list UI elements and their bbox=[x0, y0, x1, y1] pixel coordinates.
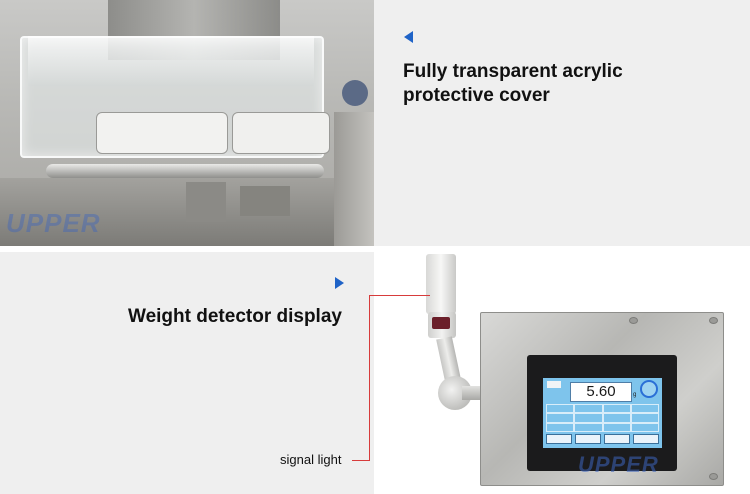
grid-cell bbox=[602, 404, 631, 414]
weight-readout: 5.60 bbox=[570, 382, 632, 402]
cover-caption-line-1: Fully transparent acrylic bbox=[403, 61, 623, 82]
grid-cell bbox=[630, 422, 659, 432]
triangle-left-icon bbox=[404, 31, 413, 43]
cover-caption-line-2: protective cover bbox=[403, 85, 550, 106]
triangle-right-icon bbox=[335, 277, 344, 289]
side-housing bbox=[334, 112, 374, 246]
cover-caption: Fully transparent acrylic protective cov… bbox=[403, 60, 723, 108]
weight-unit: g bbox=[633, 392, 637, 398]
status-dial-icon bbox=[640, 380, 658, 398]
screw-icon bbox=[709, 317, 718, 324]
gear-knob bbox=[342, 80, 368, 106]
screen-button-row bbox=[546, 434, 659, 444]
screen-parameter-grid bbox=[546, 404, 659, 432]
grid-cell bbox=[546, 422, 575, 432]
acrylic-cover-highlight bbox=[28, 36, 314, 86]
mount-bracket bbox=[186, 182, 226, 222]
brand-watermark-top: UPPER bbox=[6, 208, 101, 238]
grid-cell bbox=[630, 413, 659, 423]
grid-cell bbox=[574, 413, 603, 423]
signal-light-lens bbox=[432, 317, 450, 329]
conveyor-belt-left bbox=[96, 112, 228, 154]
screen-button bbox=[546, 434, 572, 444]
signal-light-label: signal light bbox=[280, 452, 342, 467]
brand-watermark-bottom: UPPER bbox=[578, 452, 659, 477]
screen-button bbox=[575, 434, 601, 444]
signal-light-pole bbox=[426, 254, 456, 314]
conveyor-photo bbox=[0, 0, 374, 246]
grid-cell bbox=[602, 413, 631, 423]
grid-cell bbox=[574, 422, 603, 432]
screen-button bbox=[604, 434, 630, 444]
display-caption-panel bbox=[0, 252, 374, 494]
screen-button bbox=[633, 434, 659, 444]
guide-rail bbox=[46, 164, 324, 178]
screen-tag bbox=[547, 381, 561, 388]
mount-bracket-2 bbox=[240, 186, 290, 216]
grid-cell bbox=[546, 413, 575, 423]
screw-icon bbox=[629, 317, 638, 324]
grid-cell bbox=[630, 404, 659, 414]
conveyor-belt-right bbox=[232, 112, 330, 154]
screw-icon bbox=[709, 473, 718, 480]
display-caption: Weight detector display bbox=[128, 306, 342, 327]
callout-line-bottom bbox=[352, 460, 370, 461]
callout-line-top bbox=[369, 295, 430, 296]
cover-caption-panel bbox=[374, 0, 750, 246]
grid-cell bbox=[602, 422, 631, 432]
grid-cell bbox=[574, 404, 603, 414]
callout-line-vertical bbox=[369, 295, 370, 460]
grid-cell bbox=[546, 404, 575, 414]
